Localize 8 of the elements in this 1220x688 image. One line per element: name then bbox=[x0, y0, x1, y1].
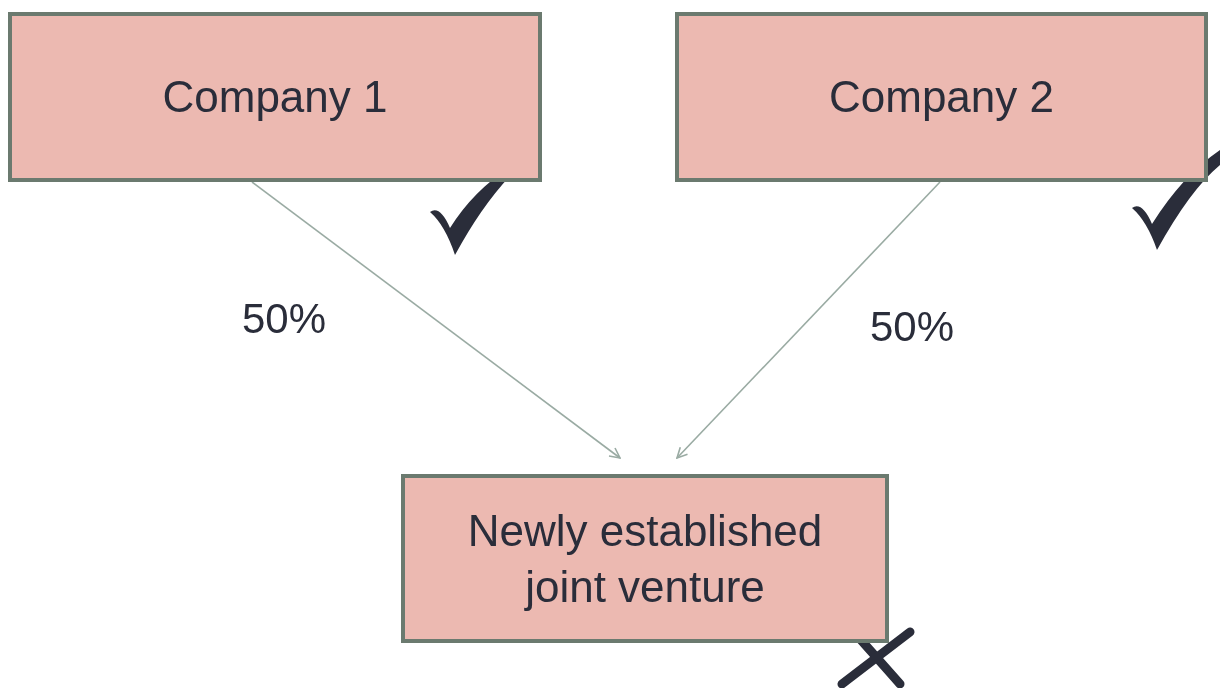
company-box bbox=[401, 474, 889, 643]
box-label: Company 1 bbox=[162, 71, 388, 123]
arrow bbox=[676, 181, 941, 459]
box-label: Newly established joint venture bbox=[466, 504, 824, 613]
box-label: Company 2 bbox=[829, 71, 1054, 123]
company-box bbox=[8, 12, 542, 182]
arrow bbox=[251, 181, 621, 459]
company-box bbox=[675, 12, 1208, 182]
